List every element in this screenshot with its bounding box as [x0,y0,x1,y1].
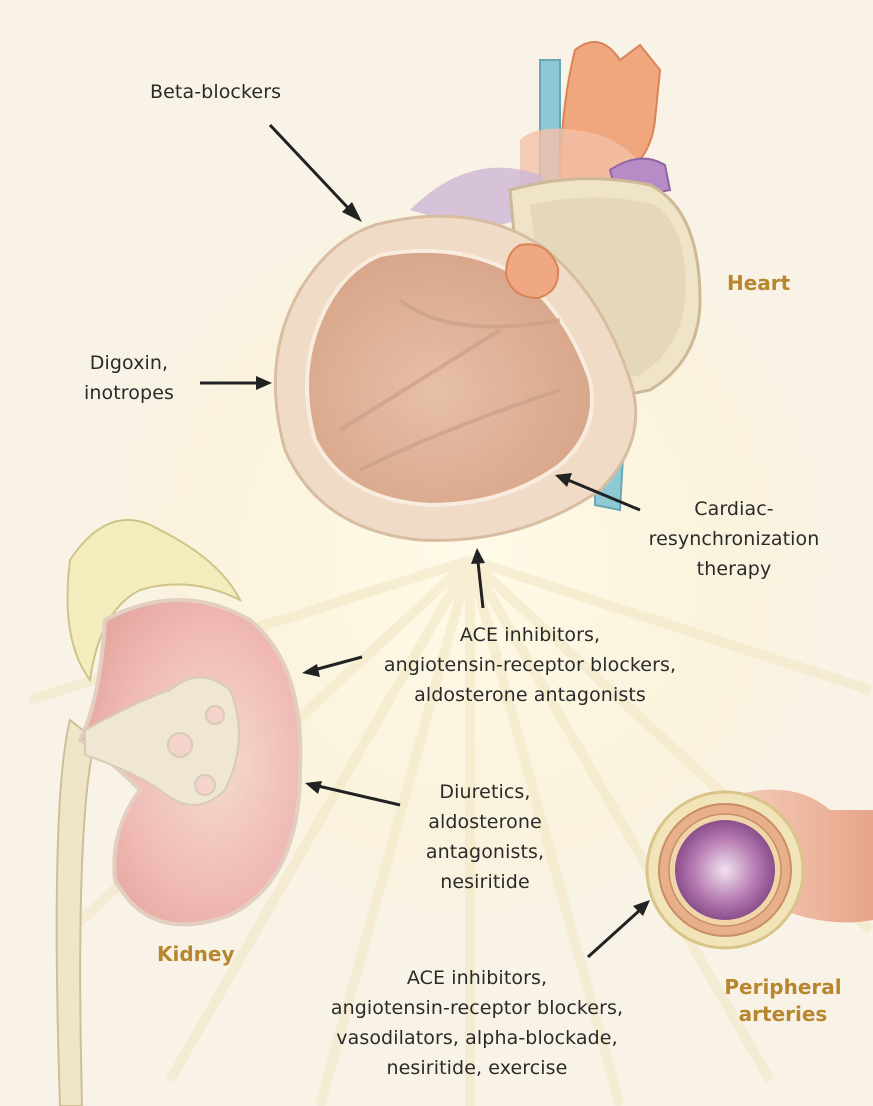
beta-blockers-label: Beta-blockers [150,77,281,107]
ace-heart-line-1: ACE inhibitors, [360,620,700,650]
ace-arteries-label: ACE inhibitors, angiotensin-receptor blo… [312,963,642,1083]
arteries-label-line-2: arteries [718,1001,848,1028]
diuretics-line-3: antagonists, [410,837,560,867]
ace-heart-label: ACE inhibitors, angiotensin-receptor blo… [360,620,700,710]
ace-heart-line-2: angiotensin-receptor blockers, [360,650,700,680]
heart-label: Heart [727,270,790,297]
artery-illustration [647,790,873,948]
ace-arteries-line-3: vasodilators, alpha-blockade, [312,1023,642,1053]
kidney-label: Kidney [157,941,235,968]
digoxin-line-2: inotropes [68,378,190,408]
heart-label-text: Heart [727,270,790,297]
digoxin-line-1: Digoxin, [68,348,190,378]
diuretics-line-4: nesiritide [410,867,560,897]
diuretics-line-2: aldosterone [410,807,560,837]
ace-arteries-line-4: nesiritide, exercise [312,1053,642,1083]
arteries-label: Peripheral arteries [718,974,848,1028]
crt-line-2: resynchronization [644,524,824,554]
crt-line-3: therapy [644,554,824,584]
crt-label: Cardiac- resynchronization therapy [644,494,824,584]
diuretics-label: Diuretics, aldosterone antagonists, nesi… [410,777,560,897]
diuretics-line-1: Diuretics, [410,777,560,807]
ace-arteries-line-1: ACE inhibitors, [312,963,642,993]
beta-blockers-text: Beta-blockers [150,77,281,107]
kidney-label-text: Kidney [157,941,235,968]
crt-line-1: Cardiac- [644,494,824,524]
arteries-label-line-1: Peripheral [718,974,848,1001]
digoxin-label: Digoxin, inotropes [68,348,190,408]
ace-arteries-line-2: angiotensin-receptor blockers, [312,993,642,1023]
ace-heart-line-3: aldosterone antagonists [360,680,700,710]
